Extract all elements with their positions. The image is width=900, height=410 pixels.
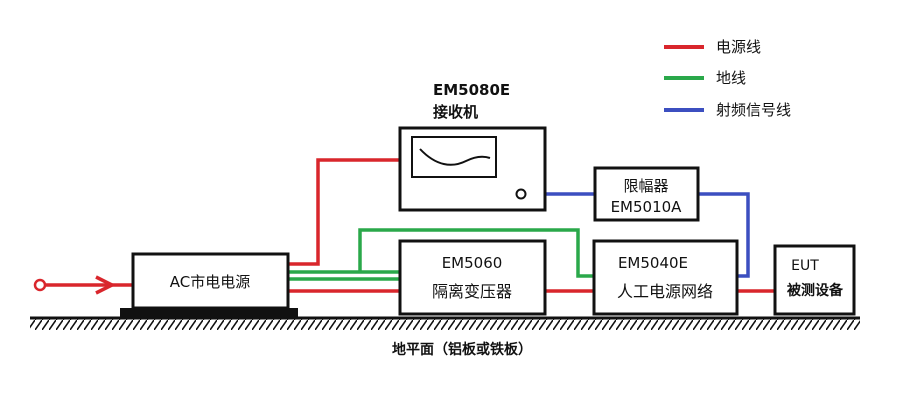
legend: 电源线 地线 射频信号线 xyxy=(664,38,791,119)
lisn-model: EM5040E xyxy=(618,254,688,272)
rf-limiter-to-lisn-wire xyxy=(698,192,750,278)
legend-ground-label: 地线 xyxy=(716,69,746,87)
ground-wires xyxy=(288,228,594,281)
ac-source-box xyxy=(131,252,290,310)
eut-name: 被测设备 xyxy=(787,282,844,299)
receiver-waveform-icon xyxy=(419,148,491,166)
transformer-model: EM5060 xyxy=(442,254,503,272)
limiter-model: EM5010A xyxy=(611,198,683,216)
legend-power-label: 电源线 xyxy=(716,38,761,56)
limiter-box xyxy=(593,166,700,222)
receiver-rf-port xyxy=(515,188,527,200)
mains-input-terminal xyxy=(33,278,47,292)
ac-source-label: AC市电电源 xyxy=(170,273,250,291)
lisn-box xyxy=(592,239,739,316)
ground-plane-label: 地平面（铝板或铁板） xyxy=(392,341,532,358)
transformer-name: 隔离变压器 xyxy=(432,282,512,301)
transformer-box xyxy=(398,239,547,316)
power-wires xyxy=(44,158,775,293)
limiter-name: 限幅器 xyxy=(623,177,668,195)
eut-model: EUT xyxy=(791,258,819,274)
power-to-receiver-wire xyxy=(288,158,400,266)
lisn-name: 人工电源网络 xyxy=(617,282,713,301)
legend-rf-label: 射频信号线 xyxy=(716,101,791,119)
mains-input-arrowhead xyxy=(95,275,116,295)
eut-box xyxy=(773,244,856,316)
ground-plane xyxy=(30,308,860,330)
ac-source-base xyxy=(120,308,298,318)
receiver-name: 接收机 xyxy=(433,103,478,121)
receiver-box xyxy=(398,126,547,212)
receiver-model: EM5080E xyxy=(433,81,510,99)
